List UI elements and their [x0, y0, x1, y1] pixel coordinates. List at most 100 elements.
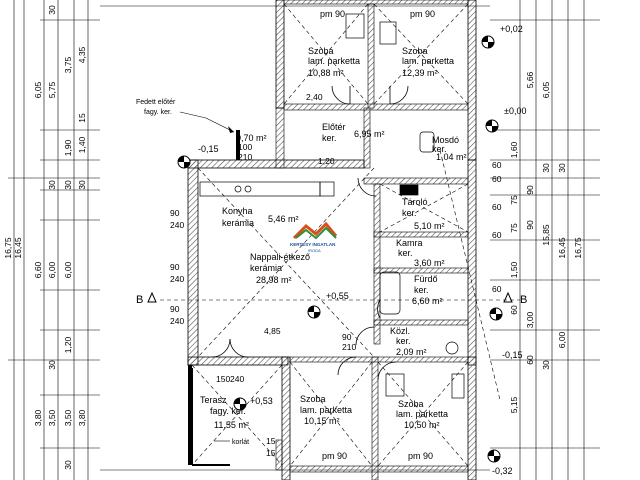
- level-top: +0,02: [500, 24, 523, 34]
- dim-left-t3: 15: [77, 113, 87, 123]
- dim-15-a: 15: [266, 436, 276, 446]
- room-area: 6,60 m²: [412, 296, 443, 306]
- dim-right-t12: 30: [557, 163, 567, 173]
- dim-left-mid: 6,60: [33, 261, 43, 278]
- dim-90-240-c: 90: [170, 262, 180, 272]
- room-area: 5,46 m²: [268, 214, 299, 224]
- level-zero: ±0,00: [504, 106, 526, 116]
- section-mark-left-triangle: [147, 291, 157, 303]
- dim-left-d4: 1,90: [63, 139, 73, 156]
- dim-left-t7: 30: [63, 460, 73, 470]
- room-name: Szoba: [300, 394, 326, 404]
- room-floor: kerámia: [222, 218, 254, 228]
- dim-right-t5: 60: [492, 284, 502, 294]
- agency-logo: KERTESY INGATLAN IRODA: [290, 221, 338, 253]
- section-mark-right-label: B: [520, 294, 527, 306]
- dim-left-t2: 30: [47, 180, 57, 190]
- dim-left-total: 16,75: [3, 237, 13, 259]
- room-name: Előtér: [322, 122, 346, 132]
- room-name: Fürdő: [414, 274, 438, 284]
- room-szoba-top-right: pm 90 Szoba lam. parketta 12,39 m²: [402, 9, 454, 78]
- right-dimension-lines: [490, 0, 600, 480]
- level-marker-terrace: [233, 397, 247, 411]
- dim-right-t10: 60: [509, 305, 519, 315]
- room-area: 3,60 m²: [414, 258, 445, 268]
- section-mark-right-triangle: [503, 291, 513, 303]
- room-name: Konyha: [222, 206, 253, 216]
- level-marker-bottom: [487, 449, 501, 463]
- room-fedett-eloter: Fedett előtér fagy. ker. 0,70 m²: [136, 99, 267, 143]
- dim-right-inner-total: 16,45: [557, 237, 567, 259]
- interior-dims: 2,40 4,85 100 210 1,20 150 240 90 240 90…: [170, 92, 356, 458]
- dim-right-t4: 60: [492, 230, 502, 240]
- level-right: -0,15: [502, 350, 523, 360]
- level-marker-left-entry: [177, 155, 191, 169]
- room-szoba-bottom-right: Szoba lam. parketta 10,50 m² pm 90: [396, 399, 448, 461]
- room-eloter: Előtér ker. 6,95 m²: [322, 122, 385, 143]
- room-floor: ker.: [398, 248, 413, 258]
- room-area: 6,95 m²: [354, 129, 385, 139]
- room-konyha: Konyha kerámia 5,46 m²: [222, 206, 299, 228]
- left-dimension-texts: 16,75 16,45 6,05 6,60 3,80 5,75 6,00 3,5…: [3, 5, 87, 470]
- dim-left-bottom: 3,80: [33, 409, 43, 426]
- dim-90-210-kozl: 90: [342, 332, 352, 342]
- dim-right-total: 16,75: [573, 237, 583, 259]
- dim-4-85: 4,85: [264, 326, 281, 336]
- dim-90-240-f: 240: [170, 316, 184, 326]
- dim-90-210-kozl-b: 210: [342, 342, 356, 352]
- room-name: Terasz: [200, 395, 227, 405]
- dim-left-t5: 30: [77, 180, 87, 190]
- room-name: Szoba: [402, 46, 428, 56]
- fedett-eloter-arrow: [228, 126, 234, 133]
- logo-name: KERTESY INGATLAN: [290, 242, 335, 247]
- room-name: Mosdó: [432, 135, 459, 145]
- dim-150: 150: [216, 374, 230, 384]
- room-szoba-top-left: pm 90 Szoba lam. parketta 10,88 m²: [308, 9, 360, 78]
- dim-left-d3: 1,40: [77, 136, 87, 153]
- room-area: 12,39 m²: [402, 68, 438, 78]
- dim-left-t1: 30: [47, 5, 57, 15]
- room-name: Tároló: [402, 197, 428, 207]
- dim-90-240-b: 240: [170, 220, 184, 230]
- fixtures: [199, 13, 465, 399]
- room-tarolo: Tároló ker. 5,10 m²: [402, 197, 445, 231]
- dim-right-t1: 60: [492, 160, 502, 170]
- room-pm: pm 90: [410, 9, 435, 19]
- level-left-entry: -0,15: [198, 144, 219, 154]
- room-name: Fedett előtér: [136, 99, 176, 106]
- dim-90-240-d: 240: [170, 274, 184, 284]
- left-dimension-lines: [8, 0, 100, 480]
- room-floor: lam. parketta: [300, 405, 352, 415]
- room-szoba-bottom-left: Szoba lam. parketta 10,15 m² pm 90: [300, 394, 352, 461]
- fedett-eloter-leader: [179, 111, 235, 133]
- dim-right-bottom: 5,15: [509, 396, 519, 413]
- room-area: 2,09 m²: [396, 347, 427, 357]
- dim-right-t14: 60: [525, 355, 535, 365]
- level-terrace: +0,53: [250, 396, 273, 406]
- level-marker-top: [481, 35, 495, 49]
- logo-sub: IRODA: [308, 248, 321, 253]
- dim-left-d8: 3,80: [77, 409, 87, 426]
- dim-240: 240: [230, 374, 244, 384]
- room-floor: ker.: [402, 208, 417, 218]
- room-area: 0,70 m²: [236, 133, 267, 143]
- level-bottom: -0,32: [492, 466, 513, 476]
- dim-90-240-a: 90: [170, 208, 180, 218]
- room-furdo: Fürdő ker. 6,60 m²: [412, 274, 443, 306]
- room-floor: fagy. ker.: [210, 406, 246, 416]
- room-name: Kamra: [396, 238, 423, 248]
- room-pm: pm 90: [320, 9, 345, 19]
- dim-left-d2: 3,75: [63, 56, 73, 73]
- room-floor: ker.: [414, 285, 429, 295]
- dim-left-d7: 3,50: [63, 409, 73, 426]
- dim-1-20: 1,20: [318, 156, 335, 166]
- level-markers: [177, 35, 503, 463]
- room-kamra: Kamra ker. 3,60 m²: [396, 238, 445, 268]
- dim-210: 210: [238, 152, 252, 162]
- dim-right-3: 3,00: [525, 311, 535, 328]
- dim-100: 100: [238, 142, 252, 152]
- level-center: +0,55: [326, 291, 349, 301]
- dim-left-d1: 4,35: [77, 46, 87, 63]
- room-floor: ker.: [396, 336, 411, 346]
- dim-left-bottom-inner: 3,50: [47, 409, 57, 426]
